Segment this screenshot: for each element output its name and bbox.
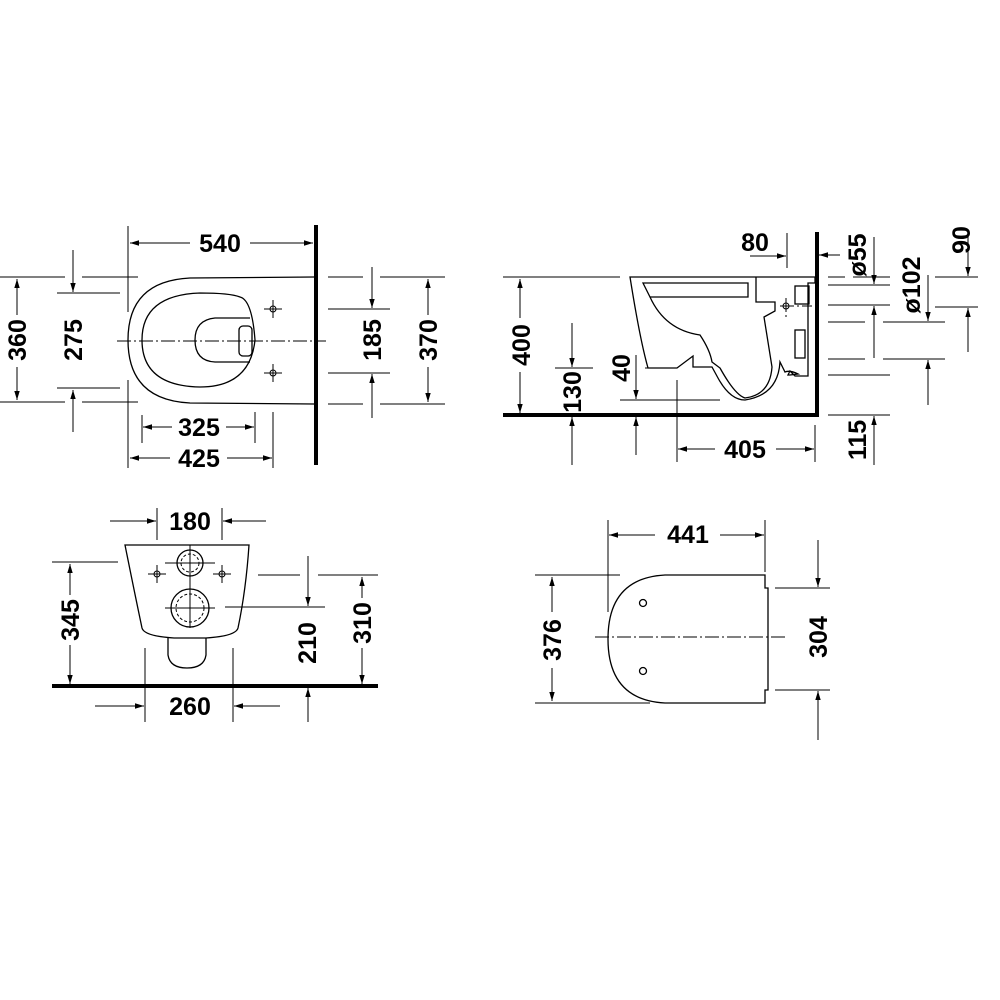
side-view: 400 130 40 405 80 ø55 ø102 90 115 bbox=[503, 226, 978, 465]
dim-441: 441 bbox=[667, 521, 709, 549]
inlet-connector bbox=[794, 285, 810, 305]
dim-115: 115 bbox=[844, 420, 872, 460]
dim-dia-55: ø55 bbox=[844, 233, 872, 276]
floor-wall-line bbox=[503, 232, 819, 417]
seat-opening bbox=[141, 292, 256, 388]
seat-view: 441 376 304 bbox=[535, 520, 833, 740]
dim-130: 130 bbox=[559, 371, 587, 413]
dim-90: 90 bbox=[948, 226, 976, 254]
dim-185: 185 bbox=[359, 319, 387, 361]
dim-376: 376 bbox=[539, 619, 567, 661]
dim-360: 360 bbox=[4, 319, 32, 361]
seat-outline bbox=[607, 574, 769, 704]
dim-345: 345 bbox=[57, 599, 85, 641]
fixing-hole-icon bbox=[213, 565, 231, 583]
front-view: 180 345 210 310 260 bbox=[52, 508, 378, 722]
dim-260: 260 bbox=[169, 693, 211, 721]
dim-425: 425 bbox=[178, 445, 220, 473]
dim-80: 80 bbox=[741, 229, 769, 257]
dim-540: 540 bbox=[199, 230, 241, 258]
bowl-side-outline bbox=[629, 276, 816, 401]
hinge-hole-icon bbox=[638, 598, 648, 608]
dim-405: 405 bbox=[724, 436, 766, 464]
dim-304: 304 bbox=[805, 616, 833, 658]
bowl-outline bbox=[127, 276, 315, 405]
dim-370: 370 bbox=[415, 319, 443, 361]
dim-275: 275 bbox=[60, 319, 88, 361]
dim-310: 310 bbox=[349, 602, 377, 644]
dim-400: 400 bbox=[508, 324, 536, 366]
seat-profile bbox=[641, 282, 749, 298]
fixing-hole-icon bbox=[264, 364, 282, 382]
inlet-center-icon bbox=[782, 302, 790, 310]
outlet-pipe bbox=[167, 638, 207, 669]
bowl-well bbox=[194, 317, 250, 363]
dim-210: 210 bbox=[294, 622, 322, 664]
bowl-front-outline bbox=[124, 544, 250, 639]
dim-325: 325 bbox=[178, 414, 220, 442]
fixing-hole-icon bbox=[264, 300, 282, 318]
top-view: 540 360 275 185 370 325 425 bbox=[0, 225, 445, 473]
hinge-hole-icon bbox=[638, 666, 648, 676]
dim-40: 40 bbox=[608, 354, 636, 382]
dim-180: 180 bbox=[169, 508, 211, 536]
dim-dia-102: ø102 bbox=[898, 257, 926, 314]
fixing-hole-icon bbox=[148, 565, 166, 583]
bowl-interior bbox=[649, 277, 776, 399]
outlet-connector bbox=[794, 329, 806, 359]
